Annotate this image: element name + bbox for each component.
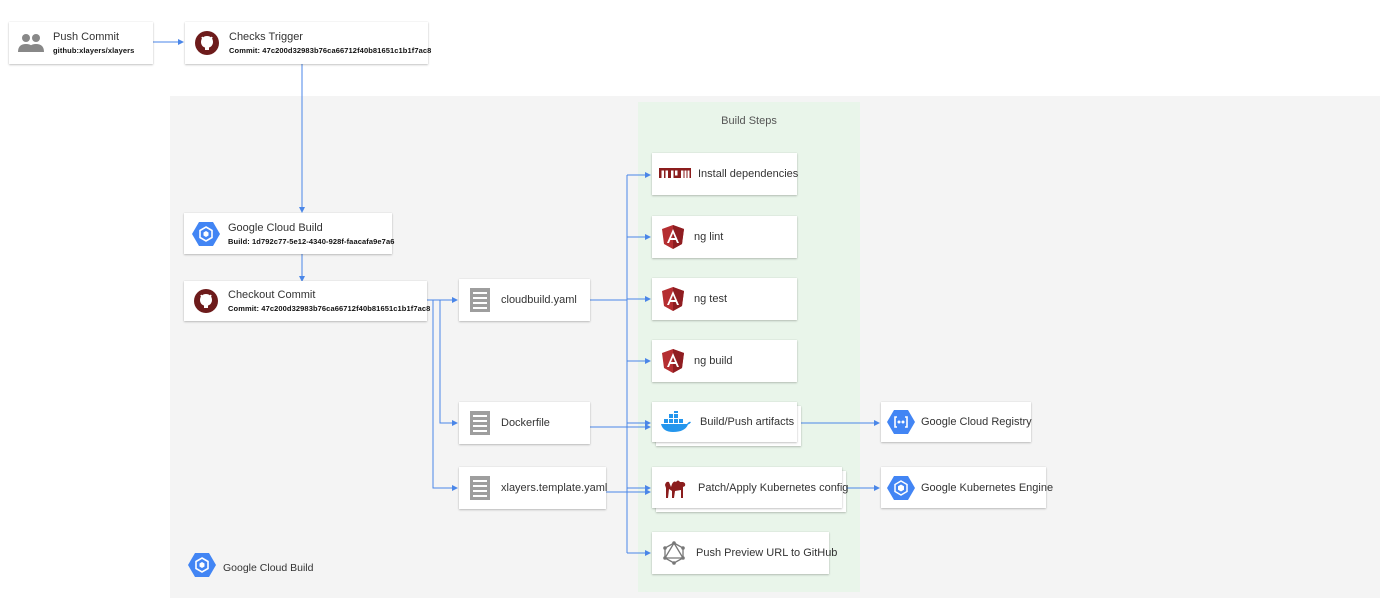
- checkout-commit-label: Checkout Commit: [228, 289, 316, 301]
- ng-test-step[interactable]: ng test: [652, 278, 797, 320]
- push-commit-node[interactable]: Push Commit github:xlayers/xlayers: [9, 22, 153, 64]
- kubernetes-engine-icon: [881, 475, 921, 501]
- container-registry-icon: [881, 409, 921, 435]
- install-dependencies-step[interactable]: Install dependencies: [652, 153, 799, 195]
- ng-test-label: ng test: [694, 293, 728, 305]
- template-yaml-node[interactable]: xlayers.template.yaml: [459, 467, 608, 509]
- angular-icon: [652, 349, 694, 373]
- github-icon: [185, 31, 229, 55]
- graphql-icon: [652, 541, 696, 565]
- cloud-build-icon: [184, 221, 228, 247]
- cloudbuild-yaml-label: cloudbuild.yaml: [501, 294, 577, 306]
- file-icon: [459, 411, 501, 435]
- cloudbuild-yaml-node[interactable]: cloudbuild.yaml: [459, 279, 590, 321]
- gcp-zone-label: Google Cloud Build: [188, 552, 313, 583]
- ng-lint-label: ng lint: [694, 231, 724, 243]
- cloud-registry-node[interactable]: Google Cloud Registry: [881, 402, 1032, 442]
- angular-icon: [652, 287, 694, 311]
- build-push-label: Build/Push artifacts: [700, 416, 795, 428]
- npm-icon: [652, 167, 698, 181]
- file-icon: [459, 288, 501, 312]
- cloud-build-icon: [188, 552, 216, 583]
- arrow-checkout-to-template: [427, 299, 458, 491]
- template-yaml-label: xlayers.template.yaml: [501, 482, 608, 494]
- angular-icon: [652, 225, 694, 249]
- cloud-build-node[interactable]: Google Cloud Build Build: 1d792c77-5e12-…: [184, 213, 395, 254]
- checks-trigger-commit: Commit: 47c200d32983b76ca66712f40b81651c…: [229, 46, 432, 55]
- checkout-commit-hash: Commit: 47c200d32983b76ca66712f40b81651c…: [228, 304, 431, 313]
- cloud-registry-label: Google Cloud Registry: [921, 416, 1032, 428]
- ng-build-step[interactable]: ng build: [652, 340, 797, 382]
- gcp-zone-title: Google Cloud Build: [223, 561, 314, 574]
- patch-apply-step[interactable]: Patch/Apply Kubernetes config: [652, 467, 848, 508]
- ng-build-label: ng build: [694, 355, 733, 367]
- push-preview-label: Push Preview URL to GitHub: [696, 547, 838, 559]
- patch-apply-label: Patch/Apply Kubernetes config: [698, 481, 849, 494]
- ng-lint-step[interactable]: ng lint: [652, 216, 797, 258]
- kubernetes-engine-node[interactable]: Google Kubernetes Engine: [881, 467, 1053, 508]
- checks-trigger-label: Checks Trigger: [229, 31, 303, 43]
- kubernetes-engine-label: Google Kubernetes Engine: [921, 481, 1054, 494]
- push-commit-repo: github:xlayers/xlayers: [53, 46, 135, 55]
- docker-icon: [652, 411, 700, 433]
- camel-icon: [652, 476, 698, 500]
- checks-trigger-node[interactable]: Checks Trigger Commit: 47c200d32983b76ca…: [185, 22, 432, 64]
- people-icon: [9, 32, 53, 54]
- cloud-build-label: Google Cloud Build: [228, 221, 323, 234]
- cloud-build-id: Build: 1d792c77-5e12-4340-928f-faacafa9e…: [228, 236, 395, 246]
- build-steps-title: Build Steps: [721, 115, 777, 127]
- file-icon: [459, 476, 501, 500]
- dockerfile-node[interactable]: Dockerfile: [459, 402, 590, 444]
- push-preview-step[interactable]: Push Preview URL to GitHub: [652, 532, 837, 574]
- dockerfile-label: Dockerfile: [501, 417, 550, 429]
- push-commit-label: Push Commit: [53, 31, 120, 43]
- build-push-step[interactable]: Build/Push artifacts: [652, 402, 797, 442]
- github-icon: [184, 289, 228, 313]
- arrow-checkout-to-dockerfile: [427, 299, 458, 426]
- checkout-commit-node[interactable]: Checkout Commit Commit: 47c200d32983b76c…: [184, 281, 431, 321]
- install-dependencies-label: Install dependencies: [698, 168, 799, 180]
